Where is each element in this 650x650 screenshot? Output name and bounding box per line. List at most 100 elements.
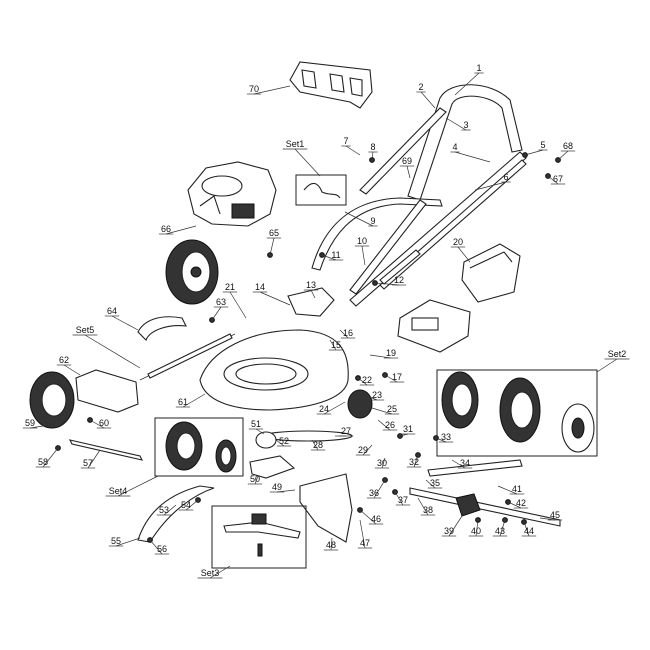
leader-58 [42, 447, 59, 468]
part-64-lever [137, 316, 187, 341]
callout-16: 16 [343, 328, 353, 338]
callout-9: 9 [370, 216, 375, 226]
leader-69 [406, 165, 411, 179]
set4-box [154, 417, 244, 477]
leader-30 [381, 457, 386, 469]
callout-20: 20 [453, 237, 463, 247]
leader-48 [330, 537, 333, 551]
leader-52 [275, 439, 285, 447]
callout-8: 8 [370, 142, 375, 152]
leader-57 [87, 449, 101, 469]
callout-19: 19 [386, 348, 396, 358]
callout-23: 23 [372, 390, 382, 400]
leader-37 [394, 491, 404, 506]
callout-70: 70 [249, 84, 259, 94]
callout-24: 24 [319, 404, 329, 414]
leader-41 [497, 485, 518, 495]
leader-54 [185, 499, 199, 511]
callout-set5: Set5 [76, 325, 95, 335]
leader-3 [445, 117, 467, 131]
leader-23 [364, 394, 378, 401]
callout-35: 35 [430, 478, 440, 488]
callout-44: 44 [524, 526, 534, 536]
leader-lines [29, 72, 618, 579]
callout-set4: Set4 [109, 486, 128, 496]
leader-51 [255, 428, 265, 435]
leader-32 [413, 454, 419, 468]
part-25-pulley [347, 389, 373, 419]
leader-26 [377, 419, 391, 431]
leader-70 [253, 85, 291, 95]
part-61-deck [199, 329, 349, 411]
leader-13 [310, 289, 316, 299]
callout-set3: Set3 [201, 568, 220, 578]
part-66-engine [187, 161, 277, 227]
callout-6: 6 [503, 172, 508, 182]
leader-36 [373, 479, 386, 499]
leader-28 [311, 439, 319, 451]
callout-14: 14 [255, 282, 265, 292]
leader-50 [254, 475, 259, 485]
callout-10: 10 [357, 236, 367, 246]
callout-33: 33 [441, 432, 451, 442]
leader-34 [451, 459, 466, 469]
callout-68: 68 [563, 141, 573, 151]
leader-59 [29, 424, 51, 429]
part-38-drive-axle [409, 459, 561, 527]
callout-50: 50 [250, 474, 260, 484]
callout-55: 55 [111, 536, 121, 546]
leader-7 [345, 145, 361, 156]
callout-58: 58 [38, 457, 48, 467]
leader-16 [339, 329, 349, 339]
leader-25 [371, 407, 393, 415]
leader-67 [547, 175, 559, 185]
callout-15: 15 [331, 340, 341, 350]
callout-39: 39 [444, 526, 454, 536]
callout-64: 64 [107, 306, 117, 316]
callout-25: 25 [387, 404, 397, 414]
callout-30: 30 [377, 458, 387, 468]
leader-14 [259, 291, 291, 306]
callout-3: 3 [463, 120, 468, 130]
leader-33 [435, 437, 447, 443]
callout-7: 7 [343, 136, 348, 146]
leader-1 [454, 72, 480, 96]
callout-61: 61 [178, 397, 188, 407]
leader-60 [89, 419, 105, 429]
leader-8 [371, 151, 374, 161]
callout-31: 31 [403, 424, 413, 434]
part-53-lift-handle [137, 485, 215, 543]
callout-62: 62 [59, 355, 69, 365]
callout-11: 11 [331, 250, 340, 260]
leader-19 [369, 354, 392, 359]
part-39-gearbox [455, 493, 481, 517]
callout-29: 29 [358, 445, 368, 455]
part-62-rear-flap [75, 369, 139, 413]
callout-63: 63 [216, 297, 226, 307]
callout-36: 36 [369, 488, 379, 498]
leader-5 [524, 149, 544, 156]
callout-66: 66 [161, 224, 171, 234]
callout-45: 45 [550, 510, 560, 520]
leader-20 [457, 246, 471, 263]
callout-59: 59 [25, 418, 35, 428]
callout-54: 54 [181, 500, 191, 510]
leader-set3 [209, 565, 231, 579]
part-48-side-cover [299, 473, 353, 543]
leader-55 [115, 537, 141, 547]
callout-56: 56 [157, 544, 167, 554]
leader-46 [359, 509, 377, 525]
callout-22: 22 [362, 375, 372, 385]
callout-47: 47 [360, 538, 370, 548]
leader-39 [448, 515, 463, 537]
callout-42: 42 [516, 498, 526, 508]
leader-29 [362, 444, 373, 456]
callout-41: 41 [512, 484, 522, 494]
callout-46: 46 [371, 514, 381, 524]
callout-28: 28 [313, 440, 323, 450]
leader-63 [211, 306, 222, 321]
callout-69: 69 [402, 156, 412, 166]
callout-38: 38 [423, 505, 433, 515]
part-13-cover [287, 287, 335, 317]
